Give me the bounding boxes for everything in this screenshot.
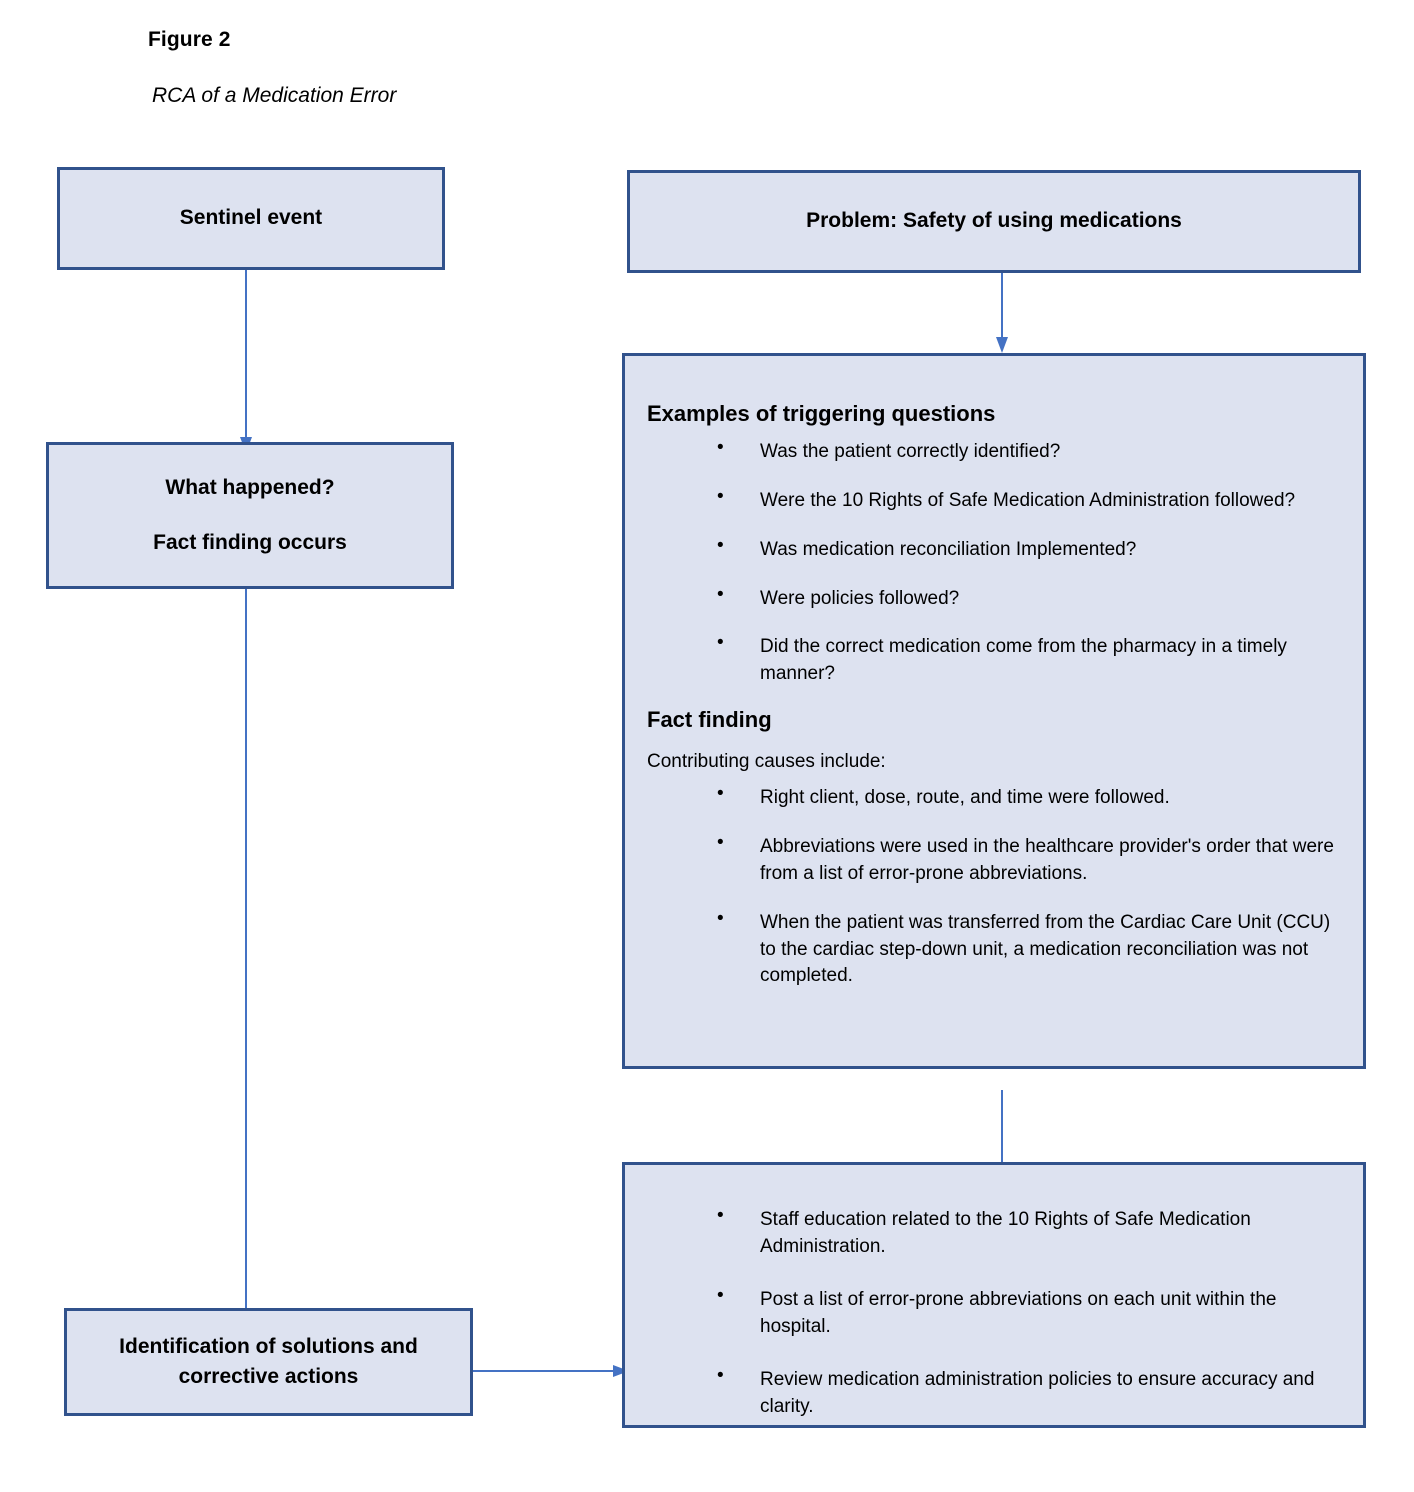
identification-line-2: corrective actions — [178, 1365, 359, 1388]
list-item: Post a list of error-prone abbreviations… — [647, 1283, 1337, 1341]
details-content: Examples of triggering questions Was the… — [625, 356, 1363, 1008]
fact-finding-heading: Fact finding — [647, 707, 772, 733]
box-what-happened[interactable]: What happened? Fact finding occurs — [46, 442, 454, 589]
what-happened-line-2: Fact finding occurs — [153, 530, 347, 554]
connector-what-happened-to-identification — [240, 500, 252, 1328]
box-identification-of-solutions[interactable]: Identification of solutions and correcti… — [64, 1308, 473, 1416]
list-item: Abbreviations were used in the healthcar… — [647, 830, 1337, 888]
triggering-questions-list: Was the patient correctly identified? We… — [647, 435, 1337, 689]
connector-identification-to-actions — [473, 1365, 629, 1377]
list-item: Did the correct medication come from the… — [647, 630, 1337, 688]
list-item: Was the patient correctly identified? — [647, 435, 1337, 466]
figure-subtitle: RCA of a Medication Error — [152, 84, 397, 107]
contributing-causes-list: Right client, dose, route, and time were… — [647, 781, 1337, 991]
list-item: Review medication administration policie… — [647, 1363, 1337, 1421]
what-happened-line-1: What happened? — [165, 476, 335, 500]
connector-sentinel-to-what-happened — [240, 265, 252, 453]
figure-label: Figure 2 — [148, 28, 231, 51]
list-item: Were policies followed? — [647, 582, 1337, 613]
actions-content: Staff education related to the 10 Rights… — [625, 1165, 1363, 1465]
box-triggering-questions-and-fact-finding[interactable]: Examples of triggering questions Was the… — [622, 353, 1366, 1069]
contributing-causes-lead: Contributing causes include: — [647, 751, 886, 772]
list-item: Right client, dose, route, and time were… — [647, 781, 1337, 812]
corrective-actions-list: Staff education related to the 10 Rights… — [647, 1203, 1337, 1421]
sentinel-event-title: Sentinel event — [179, 206, 323, 230]
box-sentinel-event[interactable]: Sentinel event — [57, 167, 445, 270]
connector-problem-to-details — [996, 271, 1008, 353]
identification-line-1: Identification of solutions and — [119, 1334, 418, 1358]
box-problem-statement[interactable]: Problem: Safety of using medications — [627, 170, 1361, 273]
box-corrective-actions[interactable]: Staff education related to the 10 Rights… — [622, 1162, 1366, 1428]
list-item: Was medication reconciliation Implemente… — [647, 533, 1337, 564]
triggering-questions-heading: Examples of triggering questions — [647, 401, 996, 426]
problem-title: Problem: Safety of using medications — [806, 209, 1182, 233]
list-item: When the patient was transferred from th… — [647, 906, 1337, 991]
list-item: Staff education related to the 10 Rights… — [647, 1203, 1337, 1261]
list-item: Were the 10 Rights of Safe Medication Ad… — [647, 484, 1337, 515]
